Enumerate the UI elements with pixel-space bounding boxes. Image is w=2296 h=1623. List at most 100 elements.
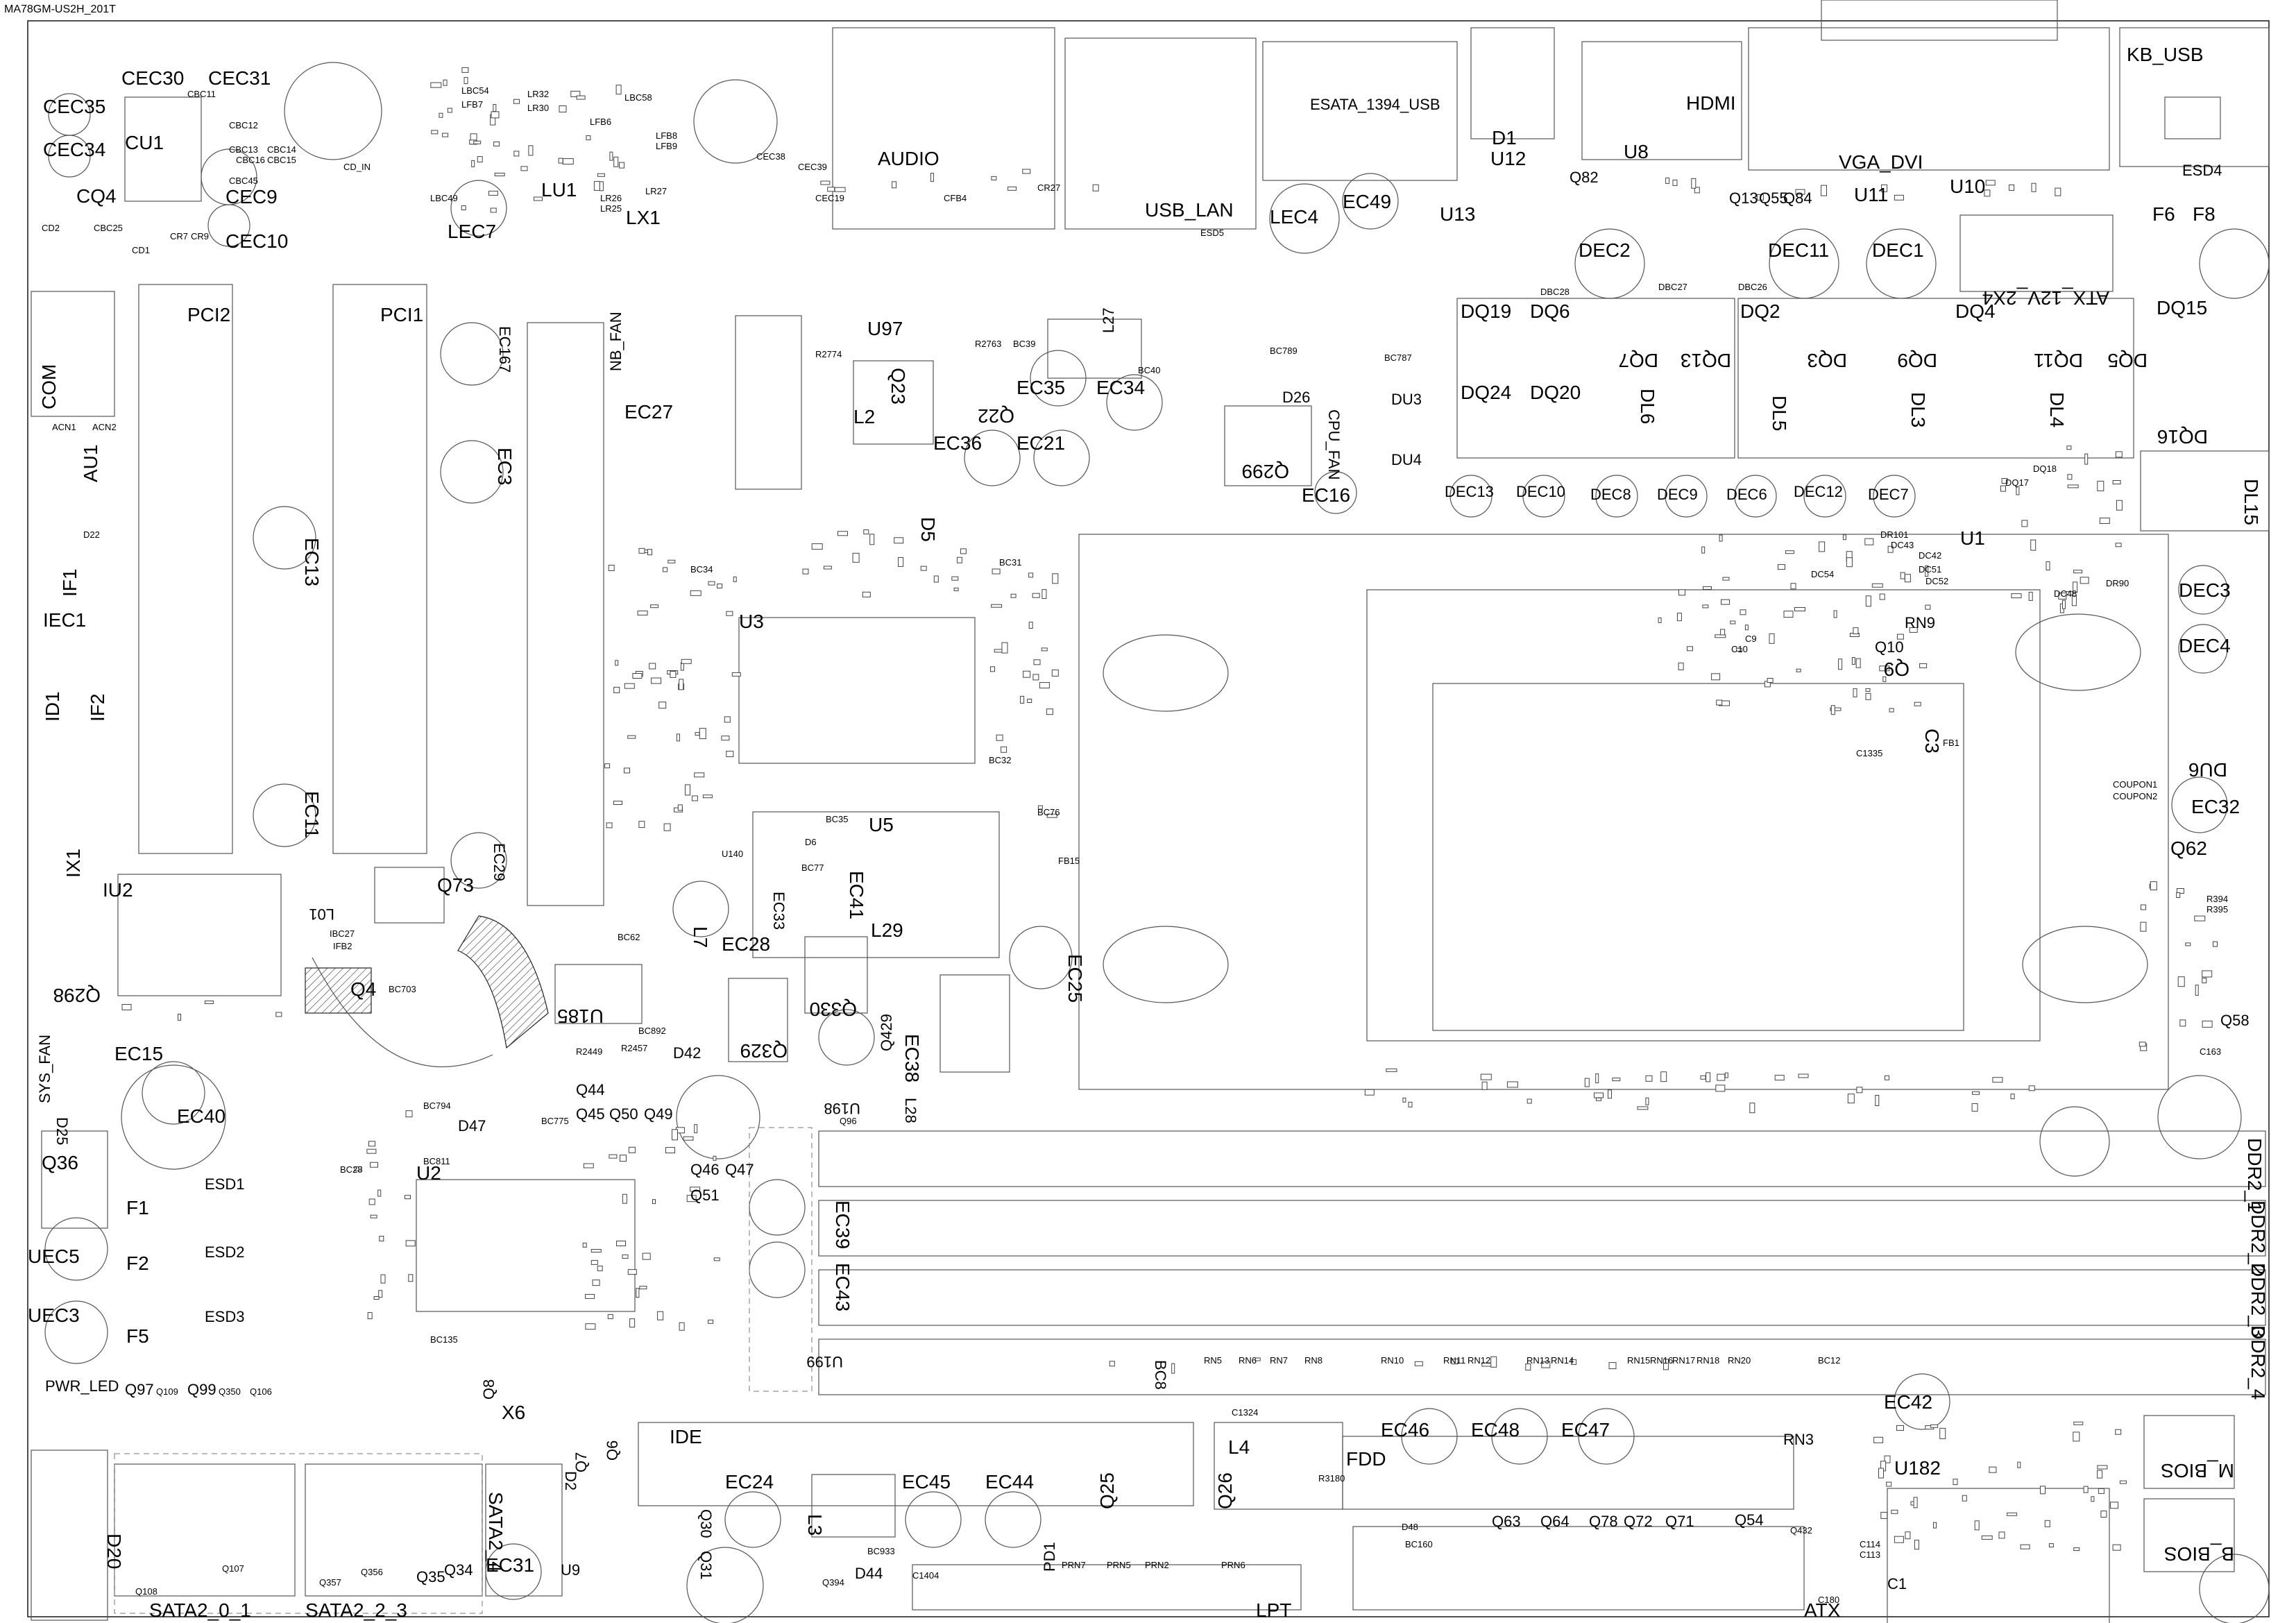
smd-pad xyxy=(1541,1361,1551,1368)
small-lr25: LR25 xyxy=(600,203,622,214)
label-u185: U185 xyxy=(557,1005,604,1027)
smd-pad xyxy=(657,1311,664,1320)
small-bc12: BC12 xyxy=(1818,1355,1841,1366)
smd-pad xyxy=(620,1155,627,1162)
small-lfb8: LFB8 xyxy=(656,130,677,141)
label-dq13: DQ13 xyxy=(1681,350,1731,371)
cap-dec4 xyxy=(2178,624,2228,674)
label-u8: U8 xyxy=(1624,141,1649,162)
small-acn1: ACN1 xyxy=(52,422,76,432)
smd-pad xyxy=(694,772,705,778)
label-dq2: DQ2 xyxy=(1740,300,1780,322)
smd-pad xyxy=(1794,607,1805,611)
smd-pad xyxy=(1608,1362,1617,1370)
smd-pad xyxy=(1971,1103,1978,1112)
label-dec1: DEC1 xyxy=(1872,239,1924,261)
label-du4: DU4 xyxy=(1391,451,1422,468)
label-atx: ATX xyxy=(1804,1599,1841,1621)
cap-ec34 xyxy=(1106,374,1163,431)
smd-pad xyxy=(1023,670,1031,678)
smd-pad xyxy=(2031,182,2036,192)
ddr-term-dashed-boundary xyxy=(749,1127,813,1392)
label-fdd: FDD xyxy=(1346,1448,1386,1470)
label-pci1: PCI1 xyxy=(380,304,423,325)
smd-pad xyxy=(2000,485,2006,492)
small-lbc49: LBC49 xyxy=(430,193,458,203)
smd-pad xyxy=(1962,1495,1967,1502)
smd-pad xyxy=(1451,1359,1459,1365)
label-com: COM xyxy=(38,364,60,409)
component-labels-small: CBC12 CBC13 CBC45 CBC16 CBC15 CBC14 CBC1… xyxy=(42,85,2228,1605)
smd-pad xyxy=(2020,1544,2030,1549)
small-q71: Q71 xyxy=(1665,1513,1694,1530)
smd-pad xyxy=(1914,702,1921,706)
smd-pad xyxy=(1711,673,1721,681)
small-q432: Q432 xyxy=(1790,1525,1812,1536)
smd-pad xyxy=(1645,1075,1653,1082)
smd-pad xyxy=(1037,805,1043,810)
label-ec28: EC28 xyxy=(722,933,770,955)
label-cec34: CEC34 xyxy=(43,139,105,160)
cap-dec7 xyxy=(1873,475,1916,518)
small-d6: D6 xyxy=(805,837,817,847)
sata2-4-connector xyxy=(485,1463,563,1597)
smd-pad xyxy=(695,732,700,736)
smd-pad xyxy=(652,1199,656,1205)
small-lfb7: LFB7 xyxy=(461,99,483,110)
smd-pad xyxy=(724,716,731,723)
smd-pad xyxy=(930,173,934,182)
small-rn14: RN14 xyxy=(1551,1355,1574,1366)
small-q63: Q63 xyxy=(1492,1513,1521,1530)
small-cbc11: CBC11 xyxy=(187,89,216,99)
label-u12: U12 xyxy=(1490,148,1526,169)
smd-pad xyxy=(599,181,604,192)
smd-pad xyxy=(651,677,662,684)
label-dl5: DL5 xyxy=(1769,396,1790,431)
small-lbc58: LBC58 xyxy=(624,92,652,103)
small-lfb6: LFB6 xyxy=(590,117,611,127)
smd-pad xyxy=(2091,1496,2095,1502)
smd-pad xyxy=(2202,978,2207,983)
label-ddr2-3: DDR2_3 xyxy=(2247,1263,2269,1337)
cap-ec48 xyxy=(1491,1408,1548,1465)
small-q55: Q55 xyxy=(1759,189,1788,207)
smd-pad xyxy=(491,111,500,119)
small-rn6: RN6 xyxy=(1239,1355,1257,1366)
small-rn9: RN9 xyxy=(1905,614,1935,631)
small-bc789: BC789 xyxy=(1270,346,1298,356)
label-ec25: EC25 xyxy=(1064,954,1086,1003)
label-bc8: BC8 xyxy=(1152,1360,1169,1390)
label-d2: D2 xyxy=(562,1471,579,1490)
small-dc43: DC43 xyxy=(1891,540,1914,550)
small-q64: Q64 xyxy=(1540,1513,1570,1530)
ddr2-1-slot xyxy=(818,1130,2266,1187)
small-bc31: BC31 xyxy=(999,557,1022,568)
smd-pad xyxy=(920,566,927,571)
small-r2457: R2457 xyxy=(621,1043,647,1053)
smd-pad xyxy=(585,1323,596,1330)
smd-pad xyxy=(1658,617,1662,623)
label-ec33: EC33 xyxy=(770,892,788,930)
smd-pad xyxy=(1925,566,1929,577)
small-ibc27: IBC27 xyxy=(330,928,355,939)
retention-hole-tr xyxy=(2015,613,2141,691)
pci2-slot xyxy=(138,284,233,854)
label-ec21: EC21 xyxy=(1017,432,1065,454)
smd-pad xyxy=(2071,595,2077,606)
small-q394: Q394 xyxy=(822,1577,844,1588)
com-header xyxy=(31,291,115,417)
smd-pad xyxy=(691,795,698,801)
smd-pad xyxy=(2073,1547,2080,1552)
cap-ec167 xyxy=(440,322,504,386)
southbridge-u2 xyxy=(416,1179,636,1312)
smd-pad xyxy=(431,130,439,135)
smd-pad xyxy=(1756,194,1764,201)
label-ec42: EC42 xyxy=(1884,1391,1932,1413)
hdmi-connector-outline xyxy=(1581,41,1742,160)
smd-pad xyxy=(1989,1466,1997,1473)
label-ec3: EC3 xyxy=(494,448,516,485)
smd-pad xyxy=(570,90,581,97)
smd-pad xyxy=(1885,1075,1889,1080)
small-rn7: RN7 xyxy=(1270,1355,1288,1366)
smd-pad xyxy=(2097,1470,2103,1479)
